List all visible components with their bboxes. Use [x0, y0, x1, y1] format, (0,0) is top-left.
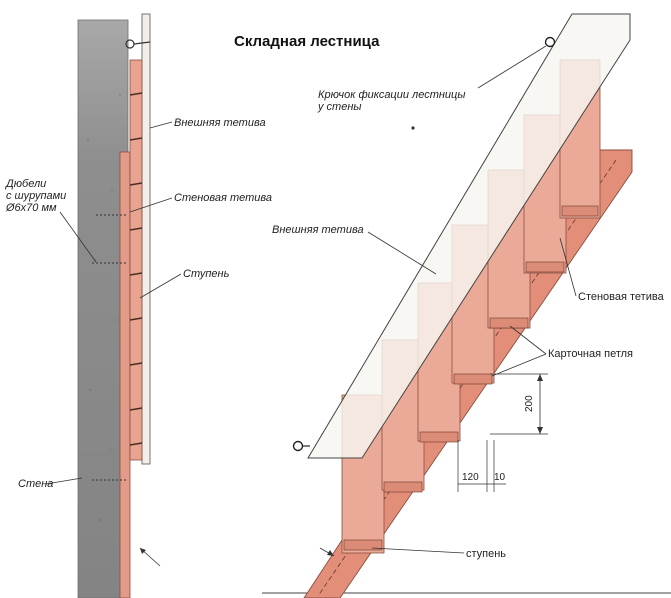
label-outer-stringer-left: Внешняя тетива [174, 117, 266, 129]
label-outer-stringer-right: Внешняя тетива [272, 224, 364, 236]
wall-stringer-side [119, 151, 131, 598]
label-wall: Стена [18, 478, 53, 490]
ladder-view: 200 120 10 Крючок фиксации лестницы у ст… [262, 13, 671, 598]
dimension-rise: 200 [490, 373, 548, 435]
side-view: Внешняя тетива Стеновая тетива Дюбели с … [4, 13, 272, 598]
hook-ring-top-icon [544, 36, 556, 48]
dim-tread: 120 [462, 472, 479, 483]
label-wall-stringer-right: Стеновая тетива [578, 291, 665, 303]
dim-gap: 10 [494, 472, 506, 483]
label-dowels-2: с шурупами [6, 190, 66, 202]
label-hook-1: Крючок фиксации лестницы [318, 89, 465, 101]
label-dowels-3: Ø6х70 мм [5, 202, 57, 214]
label-wall-stringer-left: Стеновая тетива [174, 192, 272, 204]
label-step-left: Ступень [183, 268, 230, 280]
steps-folded [129, 59, 143, 461]
outer-stringer-side [141, 13, 151, 465]
label-hinge: Карточная петля [548, 348, 633, 360]
dim-rise: 200 [524, 395, 535, 412]
label-step-right: ступень [466, 548, 506, 560]
dimension-tread: 120 10 [457, 440, 506, 492]
label-dowels-1: Дюбели [4, 178, 46, 190]
outer-stringer-right [307, 13, 631, 459]
label-hook-2: у стены [317, 101, 361, 113]
hook-ring-bottom-icon [292, 440, 304, 452]
diagram-title: Складная лестница [234, 33, 380, 50]
